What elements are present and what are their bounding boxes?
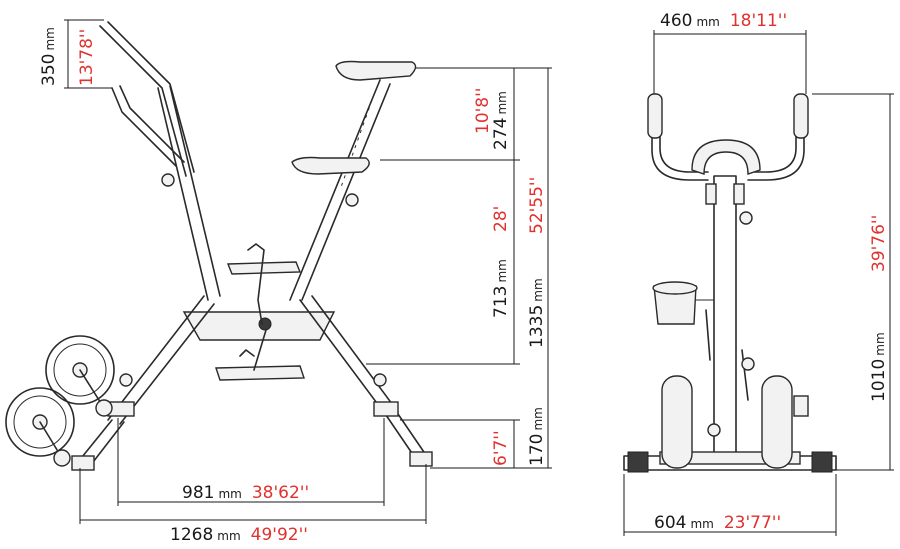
front-height-label: 1010mm [869,332,889,402]
right-foot [811,451,833,473]
svg-text:274mm: 274mm [491,91,511,150]
rear-mid-foot [373,401,399,417]
total-height-label: 1335mm [527,278,547,348]
upper-wheel [45,335,115,417]
total-height-imperial: 52'55'' [527,177,547,234]
left-grip [647,93,663,139]
post-clamp-left [705,183,717,205]
upper-crank [247,243,265,325]
front-left-handlebar [651,97,709,181]
seat-adjust-imperial: 10'8'' [473,88,493,134]
seat-adjust-label: 274mm [491,91,511,150]
seat-middle [291,156,370,175]
upper-pedal [226,261,302,275]
crank-knob [741,357,755,371]
svg-text:39'76'': 39'76'' [869,215,889,272]
svg-text:52'55'': 52'55'' [527,177,547,234]
svg-text:350mm: 350mm [39,27,59,86]
base-clearance-label: 170mm [527,407,547,466]
svg-text:1010mm: 1010mm [869,332,889,402]
front-right-handlebar [747,97,805,181]
svg-text:13'78'': 13'78'' [77,29,97,86]
lower-crank [239,329,267,371]
front-cranks [705,309,749,401]
left-wheel [661,375,693,469]
right-wheel [761,375,793,469]
lower-knob [707,423,721,437]
front-foot [71,455,95,471]
handlebar-height-imperial: 13'78'' [77,29,97,86]
post-clamp-right [733,183,745,205]
lower-handlebar [111,85,185,167]
rear-knob [345,193,359,207]
front-leg [107,295,215,425]
handlebar-height-label: 350mm [39,27,59,86]
rear-leg-knob [373,373,387,387]
right-bracket [793,395,809,417]
svg-text:28': 28' [491,206,511,232]
bottle-rim [652,281,698,295]
upper-handlebar [99,21,195,177]
post-knob [739,211,753,225]
rear-foot [409,451,433,467]
front-view-bike [623,93,837,473]
seat-top [335,60,417,81]
dimension-lines [64,19,894,536]
svg-text:6'7'': 6'7'' [491,430,511,466]
svg-text:10'8'': 10'8'' [473,88,493,134]
base-clearance-imperial: 6'7'' [491,430,511,466]
left-foot [627,451,649,473]
svg-text:713mm: 713mm [491,259,511,318]
front-post [713,175,737,459]
handlebar-post [157,85,221,301]
right-grip [793,93,809,139]
lower-pedal [215,365,305,381]
rear-leg-upper [299,295,399,419]
side-view-bike [5,21,433,471]
front-leg-knob [119,373,133,387]
front-height-imperial: 39'76'' [869,215,889,272]
svg-text:170mm: 170mm [527,407,547,466]
seat-post [289,79,391,301]
front-knob [161,173,175,187]
svg-text:1335mm: 1335mm [527,278,547,348]
front-seat [691,139,761,175]
seat-to-pedal-label: 713mm [491,259,511,318]
seat-to-pedal-imperial: 28' [491,206,511,232]
lower-wheel [5,387,75,467]
seat-post-holes [339,99,373,191]
